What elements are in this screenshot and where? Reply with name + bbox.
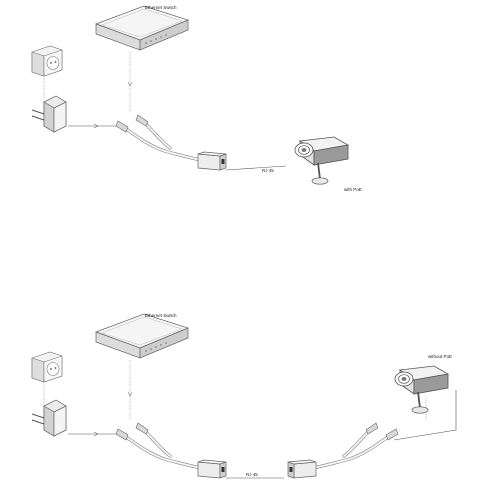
- ip-camera-icon: [394, 365, 449, 415]
- diagram-without-poe: Ethernet Switch RJ 45 without PoE: [31, 313, 457, 480]
- camera-label: with PoE: [344, 187, 362, 192]
- ethernet-switch-icon: [95, 5, 189, 51]
- power-adapter-icon: [31, 399, 67, 437]
- poe-injector-icon: [114, 421, 228, 480]
- rj45-label: RJ 45: [262, 168, 274, 173]
- switch-label: Ethernet Switch: [145, 5, 177, 10]
- switch-label: Ethernet Switch: [145, 313, 177, 318]
- wall-socket-icon: [31, 351, 63, 383]
- power-adapter-icon: [31, 95, 67, 133]
- poe-injector-icon: [114, 113, 228, 172]
- camera-label: without PoE: [428, 354, 452, 359]
- poe-splitter-icon: [286, 421, 400, 480]
- wall-socket-icon: [31, 45, 63, 77]
- camera-ethernet-wire: [393, 390, 457, 441]
- rj45-wire: [225, 165, 287, 171]
- ethernet-switch-icon: [95, 313, 189, 359]
- rj45-label: RJ 45: [246, 472, 258, 477]
- ip-camera-icon: [294, 136, 349, 186]
- diagram-with-poe: Ethernet Switch RJ 45 with PoE: [31, 5, 362, 192]
